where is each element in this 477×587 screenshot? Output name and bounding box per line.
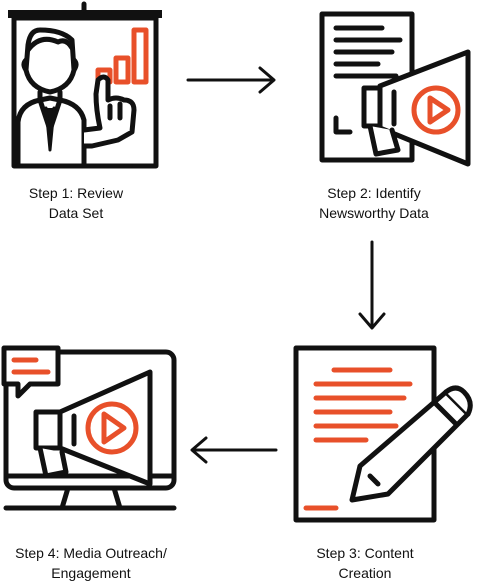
presenter-chart-icon [8, 1, 162, 169]
step-2-subtitle: Newsworthy Data [319, 205, 429, 221]
step-1-subtitle: Data Set [48, 205, 104, 221]
arrow-step2-to-step3 [358, 240, 386, 330]
document-megaphone-icon [319, 11, 471, 167]
arrow-step1-to-step2 [186, 66, 276, 94]
arrow-step3-to-step4 [190, 436, 278, 464]
step-2-title: Step 2: Identify [327, 185, 421, 201]
step-4-subtitle: Engagement [51, 565, 131, 581]
step-3-label: Step 3: Content Creation [294, 543, 436, 583]
step-1-label: Step 1: Review Data Set [4, 183, 148, 223]
step-4-title: Step 4: Media Outreach/ [15, 545, 167, 561]
monitor-megaphone-icon [1, 345, 177, 511]
step-1-title: Step 1: Review [28, 185, 124, 201]
step-3-title: Step 3: Content [316, 545, 414, 561]
step-3-subtitle: Creation [338, 565, 392, 581]
step-4-label: Step 4: Media Outreach/ Engagement [0, 543, 182, 583]
step-2-label: Step 2: Identify Newsworthy Data [294, 183, 454, 223]
document-pencil-icon [293, 345, 473, 523]
